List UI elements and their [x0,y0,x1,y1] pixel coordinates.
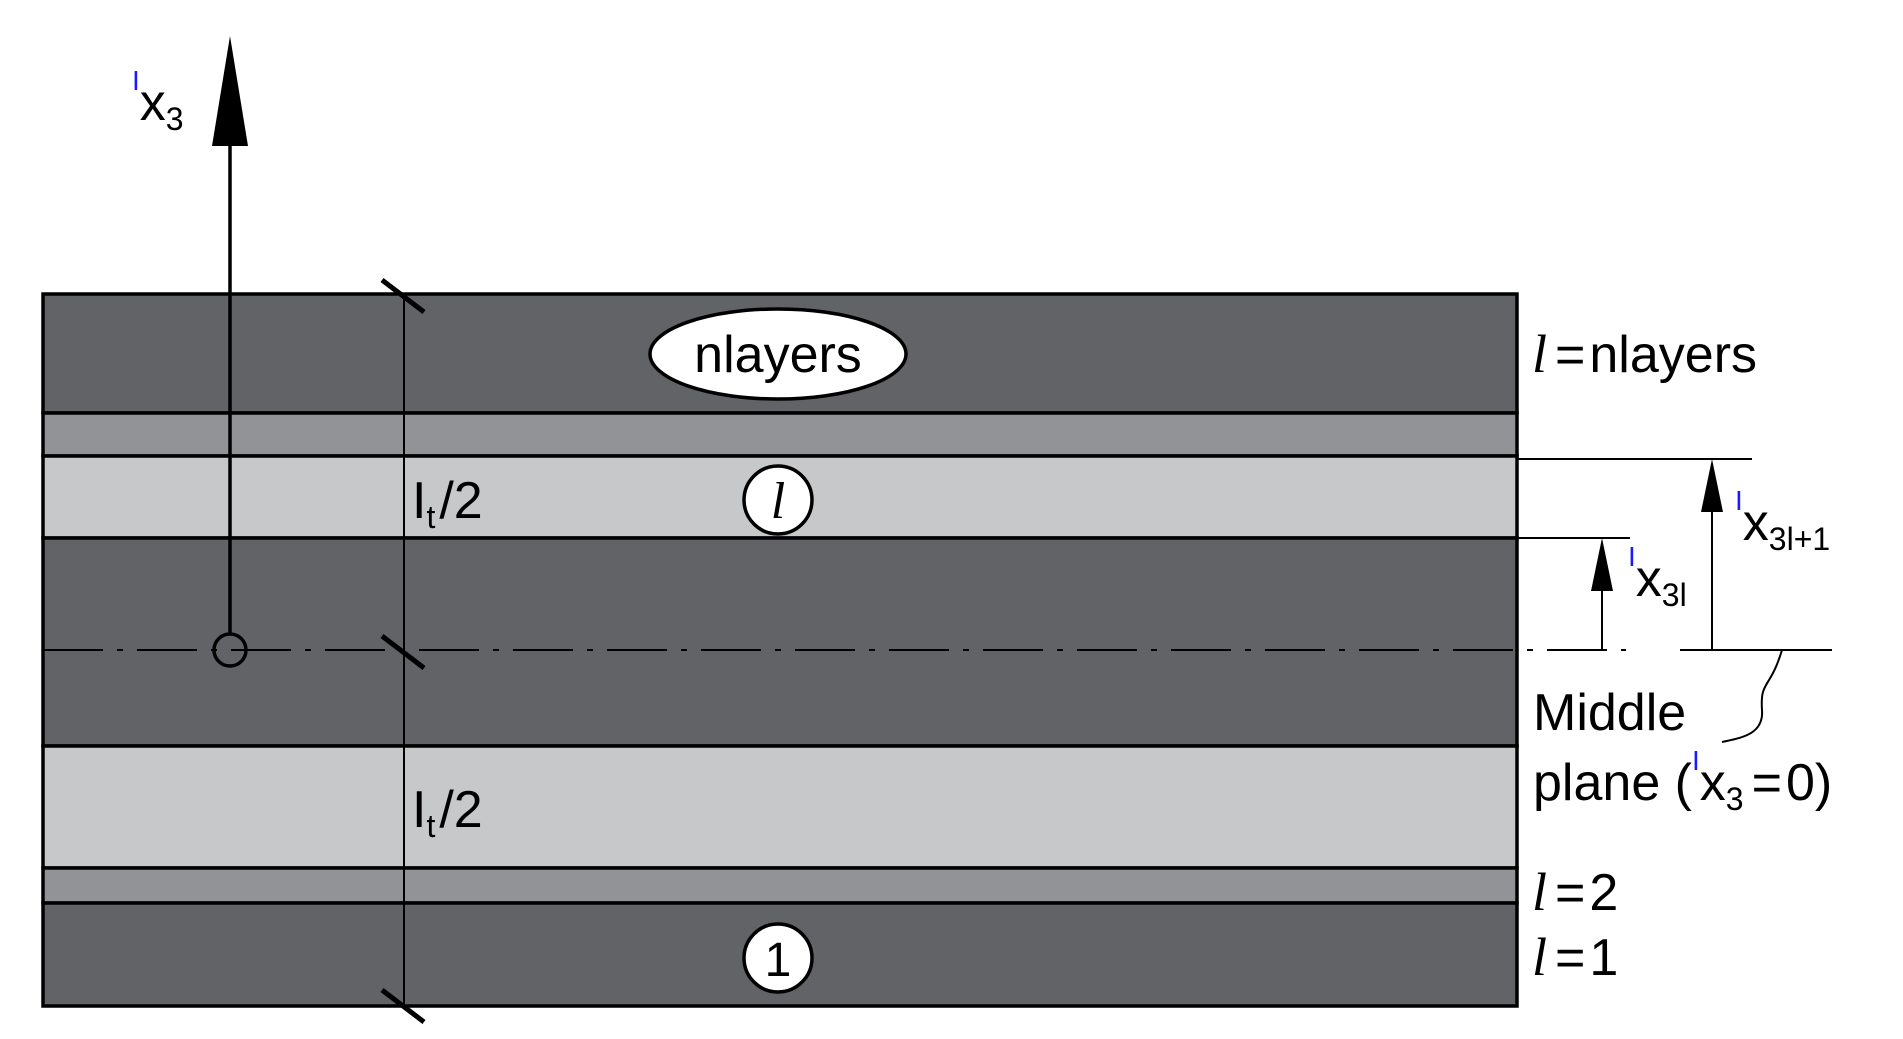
x3-axis [212,36,248,668]
badge-nlayers: nlayers [648,307,908,401]
tick-bottom [380,988,426,1024]
thickness-label-upper: It/2 [412,472,483,535]
label-l-equals-2: l=2 [1532,862,1618,922]
layer-thin-upper [41,411,1519,458]
tick-top [380,278,426,314]
dim-label-x3l: Ix3l [1628,541,1687,613]
dim-arrow-lower-head [1591,538,1613,591]
label-l-equals-1: l=1 [1532,927,1618,987]
thickness-reference [380,278,426,1024]
dimension-lines [1517,458,1752,650]
x3-axis-label: Ix3 [132,65,184,137]
layer-core [41,536,1519,748]
middle-plane-leader [1721,649,1783,743]
middle-plane-title: Middle [1533,684,1686,742]
badge-layer-1: 1 [742,922,814,994]
middle-plane-equation: plane (Ix3=0) [1533,745,1832,817]
dim-label-x3l-plus-1: Ix3l+1 [1735,485,1830,557]
badge-layer-1-label: 1 [765,934,792,987]
badge-layer-l: l [742,464,814,536]
badge-nlayers-label: nlayers [694,326,862,384]
layer-light-lower [41,744,1519,870]
dim-arrow-upper-head [1701,459,1723,512]
x3-axis-arrowhead [212,36,248,146]
layer-2 [41,866,1519,905]
thickness-label-lower: It/2 [412,781,483,844]
badge-layer-l-label: l [771,473,785,530]
label-l-equals-nlayers: l=nlayers [1532,324,1757,384]
tick-middle [380,634,426,670]
origin-circle [212,632,248,668]
